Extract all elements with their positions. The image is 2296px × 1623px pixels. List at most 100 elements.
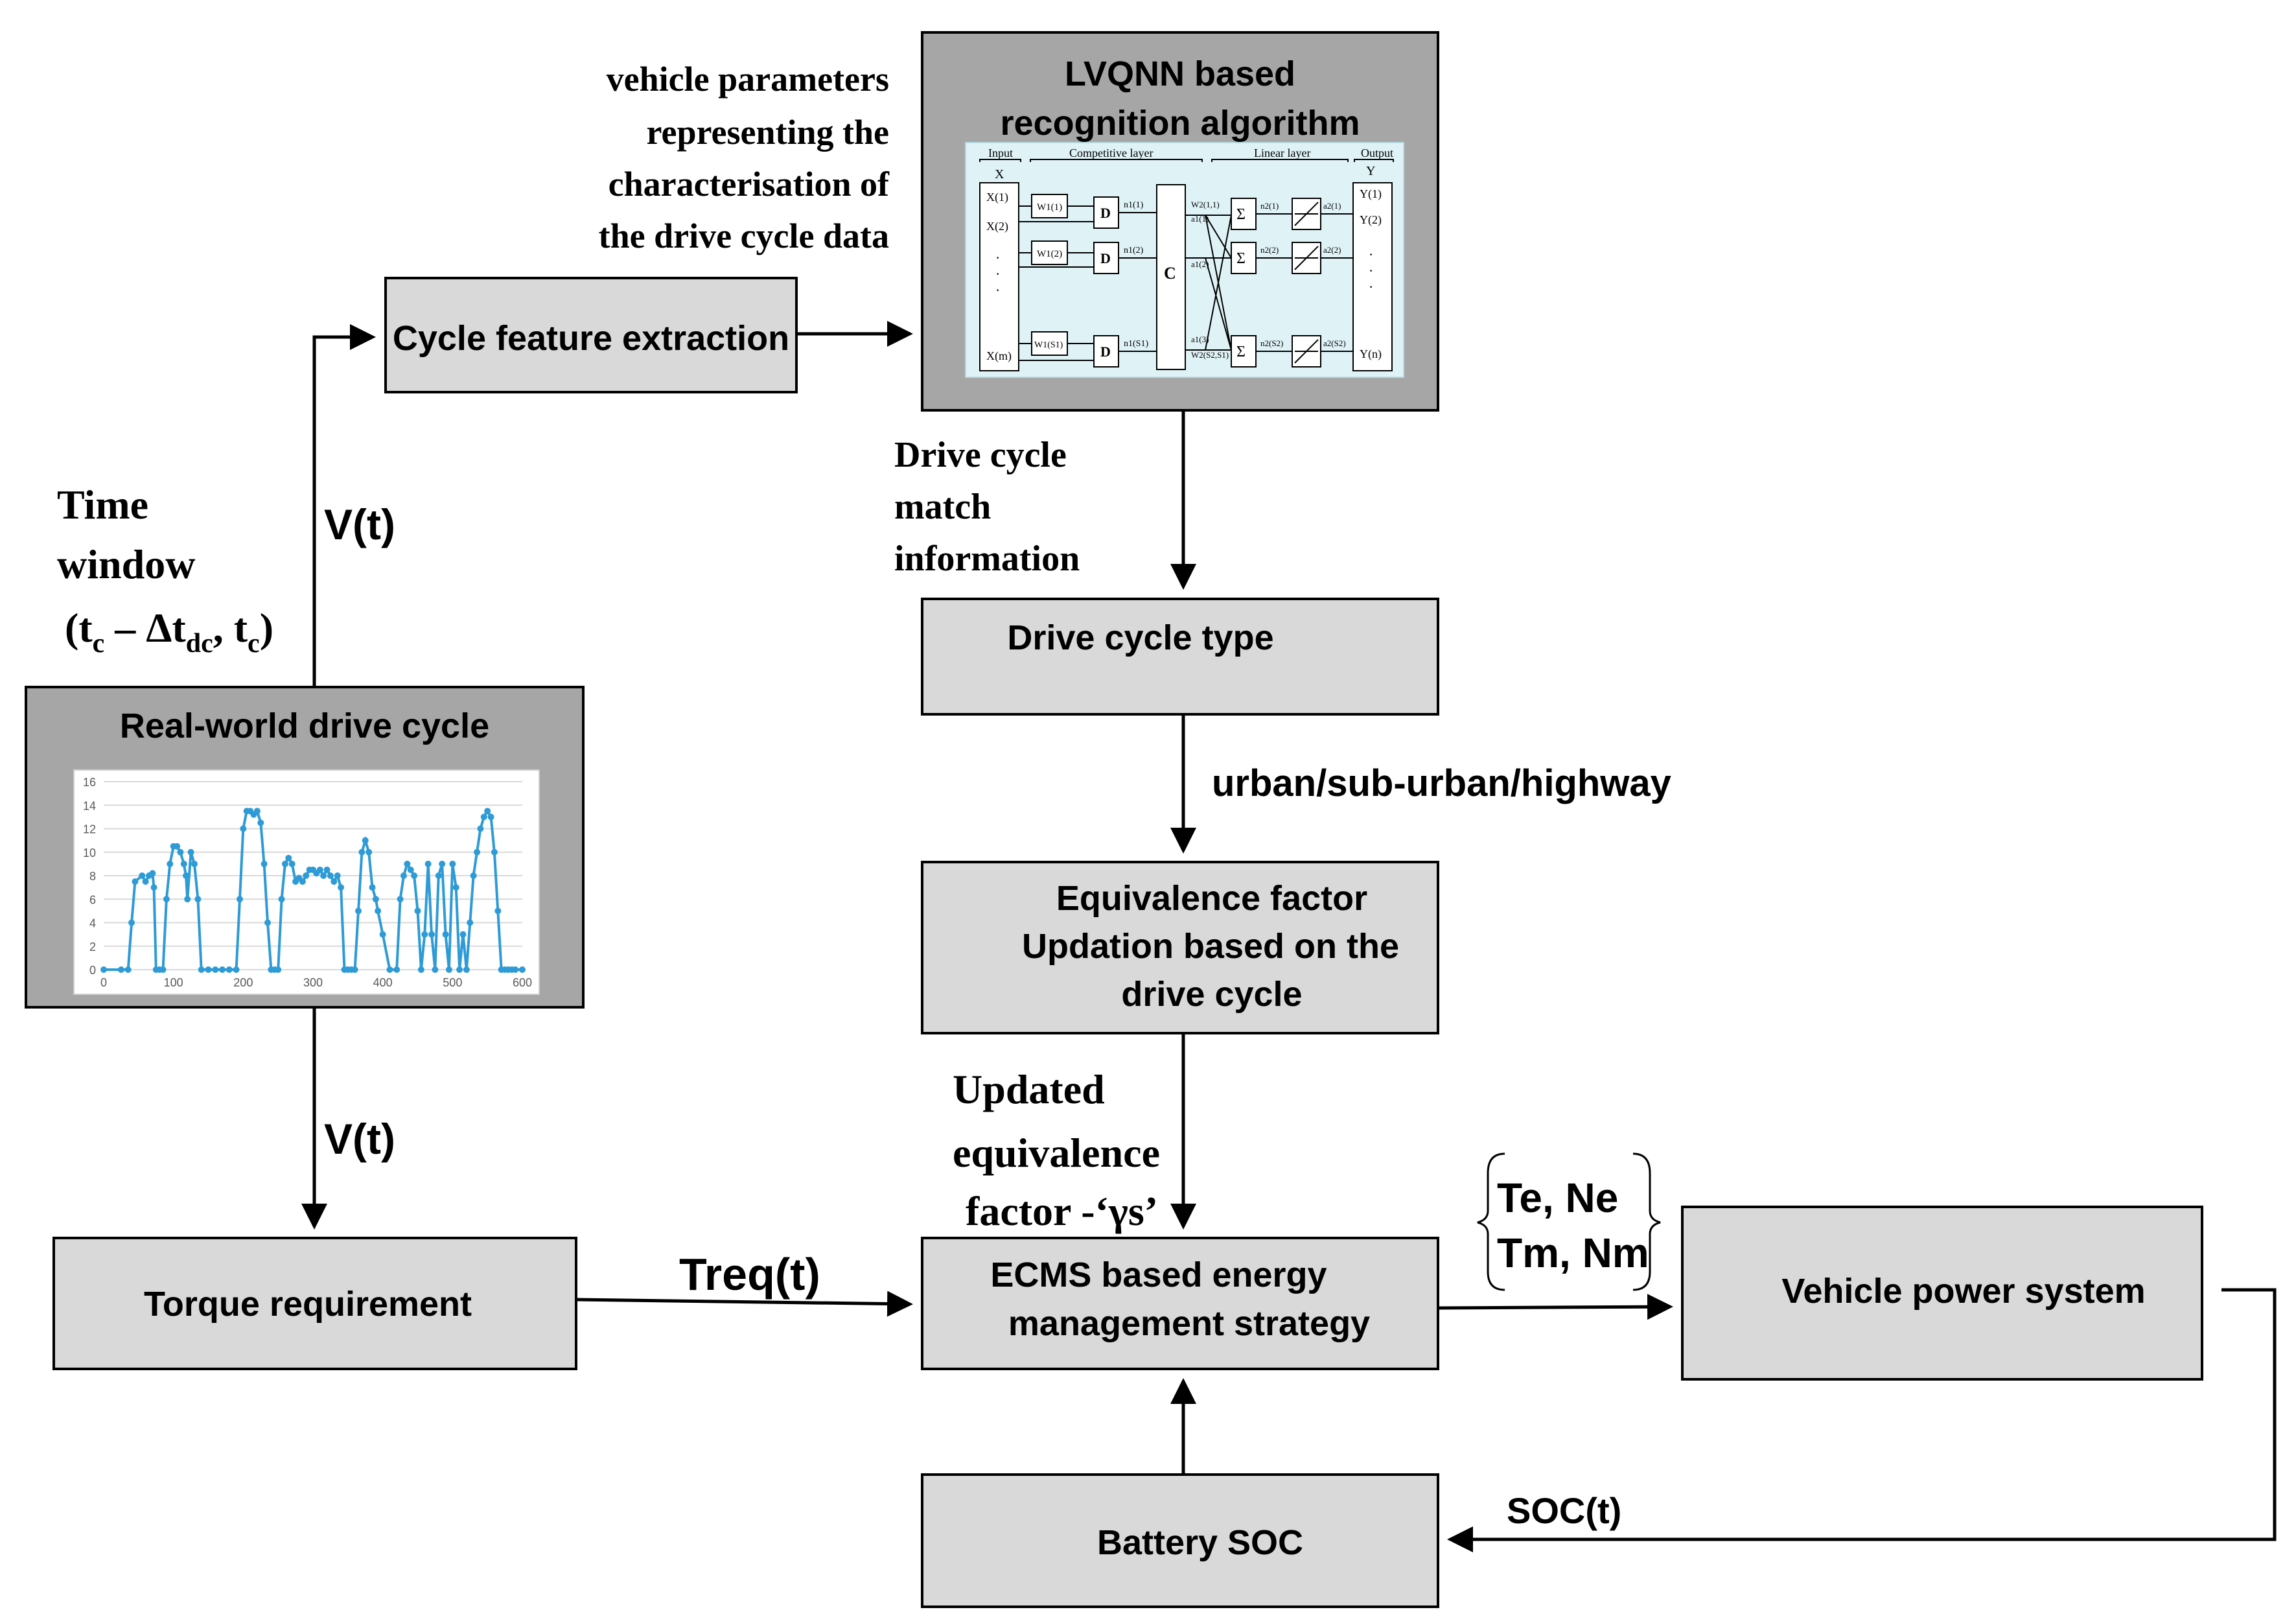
drive-match-label: Drive cycle match information [894, 435, 1080, 579]
chart-data-point [285, 854, 292, 861]
chart-data-point [459, 931, 467, 938]
chart-data-point [358, 848, 365, 856]
vt-top-label: V(t) [324, 500, 395, 548]
drive-match-line-3: information [894, 539, 1080, 579]
eq-factor-line-3: drive cycle [1121, 975, 1302, 1014]
chart-data-point [128, 919, 135, 926]
updated-eq-line-3: factor -‘γs’ [966, 1188, 1158, 1234]
chart-y-tick-label: 8 [89, 870, 96, 883]
chart-series [100, 808, 526, 973]
vehicle-power-label: Vehicle power system [1781, 1272, 2145, 1311]
svg-text:·: · [1369, 263, 1373, 279]
nn-n21: n2(1) [1260, 201, 1279, 211]
chart-data-point [480, 813, 487, 821]
chart-y-tick-label: 10 [83, 847, 96, 859]
chart-x-tick-label: 600 [513, 976, 532, 989]
torque-box: Torque requirement [52, 1237, 577, 1370]
chart-data-point [150, 884, 157, 891]
nn-n2s: n2(S2) [1260, 338, 1283, 348]
nn-d1: D [1100, 205, 1111, 221]
svg-text:·: · [995, 282, 1000, 298]
chart-y-tick-label: 4 [89, 917, 96, 930]
chart-data-point [167, 860, 174, 867]
chart-data-point [253, 808, 261, 815]
chart-data-point [354, 907, 362, 915]
chart-data-point [323, 866, 330, 873]
chart-data-point [149, 870, 156, 877]
chart-data-point [494, 907, 502, 915]
chart-data-point [449, 860, 456, 867]
chart-data-point [183, 872, 190, 879]
chart-data-point [428, 931, 435, 938]
chart-data-point [467, 919, 474, 926]
chart-data-point [439, 860, 446, 867]
chart-data-point [470, 872, 477, 879]
lvqnn-title-1: LVQNN based [1065, 54, 1295, 93]
chart-data-point [386, 966, 393, 973]
chart-data-point [362, 837, 369, 844]
chart-data-point [236, 896, 243, 903]
svg-text:·: · [995, 250, 1000, 266]
chart-data-point [400, 872, 407, 879]
arrow-vehicle-to-battery [1447, 1288, 2277, 1552]
chart-data-point [442, 931, 449, 938]
chart-data-point [379, 931, 386, 938]
nn-linear-header: Linear layer [1254, 146, 1310, 159]
eq-factor-line-1: Equivalence factor [1056, 879, 1367, 918]
svg-text:·: · [995, 266, 1000, 282]
te-ne-label: Te, Ne [1497, 1174, 1618, 1221]
chart-data-point [474, 848, 481, 856]
nn-n11: n1(1) [1124, 200, 1144, 210]
battery-box: Battery SOC [921, 1473, 1439, 1608]
chart-y-tick-label: 6 [89, 893, 96, 906]
lvqnn-title-2: recognition algorithm [1000, 104, 1360, 143]
chart-data-point [334, 872, 341, 879]
chart-data-point [132, 878, 139, 885]
vehicle-params-line-1: vehicle parameters [607, 60, 889, 99]
chart-data-point [194, 896, 202, 903]
chart-data-point [445, 966, 452, 973]
chart-data-point [519, 966, 526, 973]
chart-data-point [261, 860, 268, 867]
nn-a22: a2(2) [1323, 245, 1341, 255]
chart-data-point [264, 919, 272, 926]
nn-sigma-2: Σ [1236, 250, 1246, 267]
time-window-line-2: window [57, 541, 195, 587]
chart-data-point [100, 966, 107, 973]
battery-label: Battery SOC [1097, 1523, 1303, 1562]
ecms-line-1: ECMS based energy [990, 1255, 1327, 1294]
chart-data-point [233, 966, 240, 973]
arrow-torque-to-ecms [575, 1290, 913, 1317]
torque-label: Torque requirement [144, 1285, 472, 1324]
lvqnn-network-figure: Input Competitive layer Linear layer Out… [965, 142, 1404, 378]
chart-x-tick-label: 300 [303, 976, 323, 989]
nn-w2: W1(2) [1037, 249, 1062, 259]
nn-w2-11: W2(1,1) [1191, 200, 1220, 209]
eq-factor-box: Equivalence factor Updation based on the… [921, 861, 1439, 1034]
chart-data-point [414, 907, 421, 915]
nn-a12: a1(2) [1191, 259, 1209, 269]
nn-y-label: Y [1366, 164, 1375, 178]
chart-data-point [327, 872, 334, 879]
arrow-realworld-to-feature [312, 324, 376, 687]
chart-data-point [351, 966, 358, 973]
nn-sigma-3: Σ [1236, 344, 1246, 360]
svg-text:·: · [1369, 279, 1373, 295]
eq-factor-line-2: Updation based on the [1022, 927, 1399, 966]
treq-label: Treq(t) [679, 1249, 820, 1300]
chart-data-point [117, 966, 124, 973]
time-window-line-1: Time [57, 482, 148, 528]
chart-data-point [299, 878, 306, 885]
chart-y-tick-label: 16 [83, 776, 96, 789]
chart-x-tick-label: 100 [164, 976, 183, 989]
chart-data-point [477, 825, 484, 832]
nn-a13: a1(3) [1191, 334, 1209, 344]
chart-data-point [372, 896, 379, 903]
chart-data-point [278, 896, 285, 903]
cycle-feature-label: Cycle feature extraction [393, 319, 789, 358]
chart-data-point [139, 872, 146, 879]
chart-data-point [365, 848, 373, 856]
drive-match-line-2: match [894, 487, 991, 527]
